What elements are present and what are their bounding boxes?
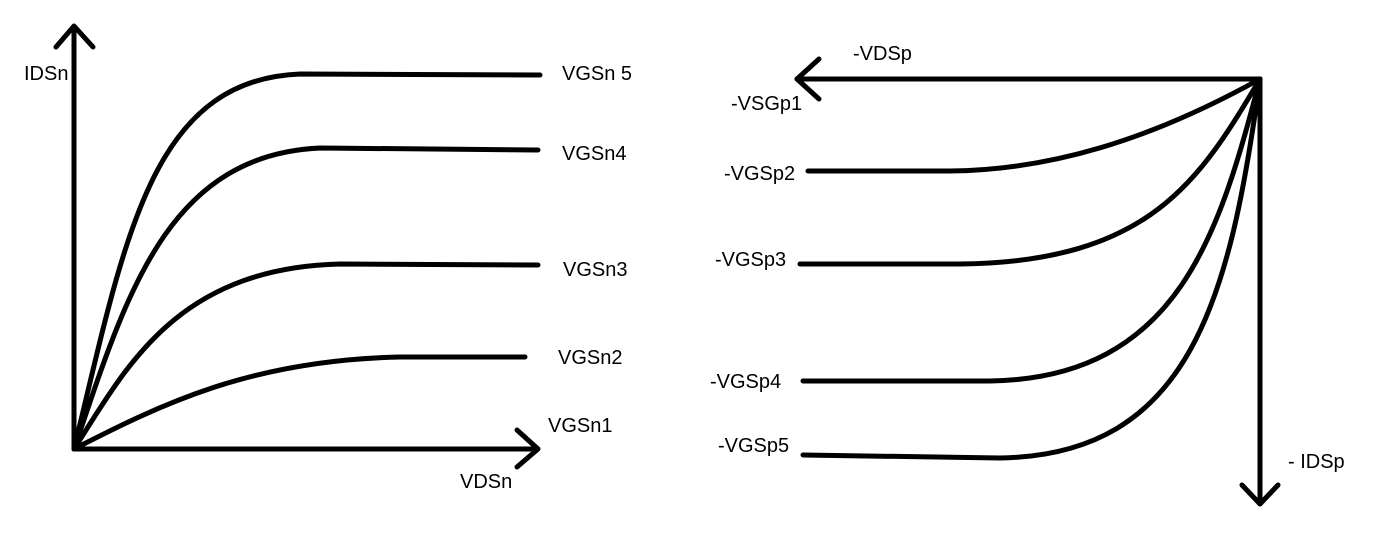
pmos-y-axis-label: - IDSp [1288,451,1345,473]
nmos-x-axis-arrowhead [514,427,541,470]
pmos-curve-vgs3 [797,76,1263,267]
pmos-curve-vgs5 [800,76,1263,461]
pmos-curve-label-vgs2: -VGSp2 [724,163,795,185]
nmos-curve-vgs4 [71,145,541,452]
nmos-curve-label-vgs3: VGSn3 [563,259,627,281]
nmos-characteristics: IDSn VDSn VGSn 5 VGSn4 VGSn3 VGSn2 VGSn1 [24,23,632,493]
nmos-y-axis-arrowhead [53,23,96,50]
nmos-curve-vgs3 [71,261,541,452]
pmos-curve-label-vgs5: -VGSp5 [718,435,789,457]
nmos-x-axis-label: VDSn [460,471,512,493]
nmos-curve-label-vgs2: VGSn2 [558,347,622,369]
pmos-x-axis-label: -VDSp [853,43,912,65]
nmos-curve-label-vgs4: VGSn4 [562,143,626,165]
nmos-y-axis-label: IDSn [24,63,68,85]
pmos-curve-label-vgs4: -VGSp4 [710,371,781,393]
pmos-curve-vgs4 [800,76,1263,384]
nmos-curve-vgs5 [71,71,543,452]
pmos-curve-label-vsg1: -VSGp1 [731,93,802,115]
pmos-curve-label-vgs3: -VGSp3 [715,249,786,271]
pmos-characteristics: -VDSp - IDSp -VSGp1 -VGSp2 -VGSp3 -VGSp4… [710,43,1345,507]
nmos-curve-label-vgs5: VGSn 5 [562,63,632,85]
pmos-curve-vgs2 [805,76,1263,174]
nmos-curve-vgs2 [71,354,528,452]
pmos-y-axis-arrowhead [1239,482,1281,507]
pmos-x-axis-arrowhead [794,56,822,102]
nmos-curve-label-vgs1: VGSn1 [548,415,612,437]
